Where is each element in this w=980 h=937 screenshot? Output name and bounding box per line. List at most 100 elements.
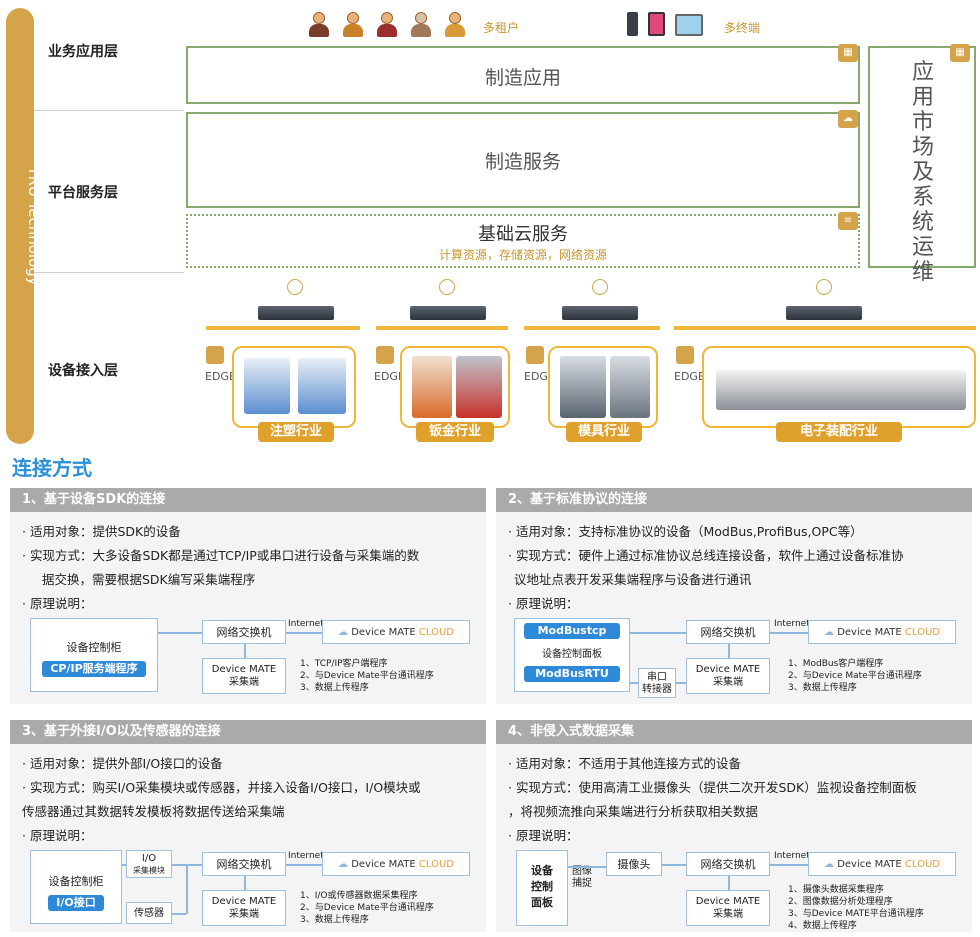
tru-technology-bar — [6, 8, 34, 444]
industry-tag-injection: 注塑行业 — [258, 422, 334, 442]
panel-line: · 原理说明： — [508, 828, 579, 843]
link-line — [728, 876, 730, 890]
device-control-panel: 设备控制面板 — [516, 850, 568, 926]
link-line — [244, 644, 246, 658]
internet-label: Internet — [288, 619, 324, 629]
machine-image — [560, 356, 606, 418]
layer-label-platform: 平台服务层 — [48, 185, 118, 201]
panel-line: · 实现方式：大多设备SDK都是通过TCP/IP或串口进行设备与采集端的数 — [22, 548, 420, 563]
panel-io-sensor: 3、基于外接I/O以及传感器的连接 · 适用对象：提供外部I/O接口的设备 · … — [10, 720, 486, 932]
cloud-services-subtitle: 计算资源，存储资源，网络资源 — [438, 248, 607, 262]
cloud-box: ☁ Device MATE CLOUD — [808, 620, 956, 644]
panel-line: · 原理说明： — [22, 828, 93, 843]
panel-non-invasive: 4、非侵入式数据采集 · 适用对象：不适用于其他连接方式的设备 · 实现方式：使… — [496, 720, 972, 932]
manufacturing-apps-box — [186, 46, 860, 104]
modbus-rtu-tag: ModBusRTU — [524, 666, 620, 682]
phone-icon — [627, 12, 638, 36]
industry-tag-sheet-metal: 钣金行业 — [416, 422, 494, 442]
edge-bus — [674, 326, 976, 330]
link-line — [770, 864, 808, 866]
edge-bus — [376, 326, 508, 330]
machine-image — [716, 370, 966, 410]
network-switch-box: 网络交换机 — [202, 620, 286, 644]
panel-line: 传感器通过其数据转发模板将数据传送给采集端 — [22, 804, 285, 819]
section-title: 连接方式 — [12, 456, 92, 480]
user-icon — [308, 12, 330, 38]
panel-line: ，将视频流推向采集端进行分析获取相关数据 — [508, 804, 759, 819]
panel-line: · 适用对象：支持标准协议的设备（ModBus,ProfiBus,OPC等） — [508, 524, 863, 539]
edge-label: EDGE — [524, 370, 555, 383]
user-icon — [376, 12, 398, 38]
internet-label: Internet — [774, 851, 810, 861]
io-interface-tag: I/O接口 — [48, 895, 104, 911]
manufacturing-services-label: 制造服务 — [484, 151, 561, 173]
switch-link-icon — [816, 279, 832, 295]
app-market-text: 应用市场及系统运维 — [911, 60, 934, 285]
app-grid-icon: ▦ — [950, 44, 970, 62]
cloud-icon: ☁ — [838, 110, 858, 128]
machine-image — [610, 356, 650, 418]
multi-tenant-label: 多租户 — [483, 21, 520, 35]
switch-link-icon — [439, 279, 455, 295]
industry-box-mold — [548, 346, 658, 428]
industry-box-electronics — [702, 346, 976, 428]
panel-line: 据交换，需要根据SDK编写采集端程序 — [42, 572, 256, 587]
edge-bus — [524, 326, 660, 330]
layer-divider — [34, 272, 184, 273]
app-market-box — [868, 46, 976, 268]
machine-image — [412, 356, 452, 418]
industry-tag-electronics: 电子装配行业 — [776, 422, 902, 442]
terminal-icons — [627, 12, 703, 36]
panel-line: 议地址点表开发采集端程序与设备进行通讯 — [514, 572, 752, 587]
panel-line: · 原理说明： — [508, 596, 579, 611]
link-line — [568, 866, 606, 868]
cloud-box: ☁ Device MATE CLOUD — [322, 852, 470, 876]
link-line — [186, 864, 188, 914]
panel-line: · 适用对象：不适用于其他连接方式的设备 — [508, 756, 741, 771]
link-line — [244, 876, 246, 890]
edge-label: EDGE — [674, 370, 705, 383]
user-icon — [342, 12, 364, 38]
share-icon — [526, 346, 544, 364]
tru-technology-label: TRU Technology — [25, 166, 43, 286]
machine-image — [298, 358, 346, 414]
panel-title: 1、基于设备SDK的连接 — [10, 488, 486, 512]
edge-label: EDGE — [205, 370, 236, 383]
network-switch — [562, 306, 638, 320]
cloud-box: ☁ Device MATE CLOUD — [322, 620, 470, 644]
link-line — [286, 864, 322, 866]
user-icon — [444, 12, 466, 38]
image-capture-label: 图像捕捉 — [572, 866, 592, 889]
tenant-icons — [308, 12, 466, 40]
network-switch-box: 网络交换机 — [202, 852, 286, 876]
panel-line: · 实现方式：购买I/O采集模块或传感器，并接入设备I/O接口，I/O模块或 — [22, 780, 421, 795]
panel-sdk: 1、基于设备SDK的连接 · 适用对象：提供SDK的设备 · 实现方式：大多设备… — [10, 488, 486, 704]
monitor-icon — [675, 14, 703, 36]
switch-link-icon — [287, 279, 303, 295]
machine-image — [244, 358, 290, 414]
sensor-box: 传感器 — [126, 902, 172, 924]
network-switch — [410, 306, 486, 320]
camera-box: 摄像头 — [606, 852, 662, 876]
cloud-services-title: 基础云服务 — [478, 224, 568, 245]
app-grid-icon: ▦ — [838, 44, 858, 62]
panel-line: · 实现方式：使用高清工业摄像头（提供二次开发SDK）监视设备控制面板 — [508, 780, 917, 795]
device-cabinet: 设备控制柜 CP/IP服务端程序 — [30, 618, 158, 692]
serial-adapter-box: 串口转接器 — [638, 668, 676, 698]
link-line — [662, 864, 686, 866]
edge-label: EDGE — [374, 370, 405, 383]
link-line — [286, 632, 322, 634]
layer-label-business: 业务应用层 — [48, 44, 118, 60]
link-line — [630, 682, 638, 684]
share-icon — [206, 346, 224, 364]
industry-box-injection — [232, 346, 356, 428]
network-switch — [258, 306, 334, 320]
panel-line: · 适用对象：提供外部I/O接口的设备 — [22, 756, 223, 771]
internet-label: Internet — [288, 851, 324, 861]
server-icon: ≡ — [838, 212, 858, 230]
